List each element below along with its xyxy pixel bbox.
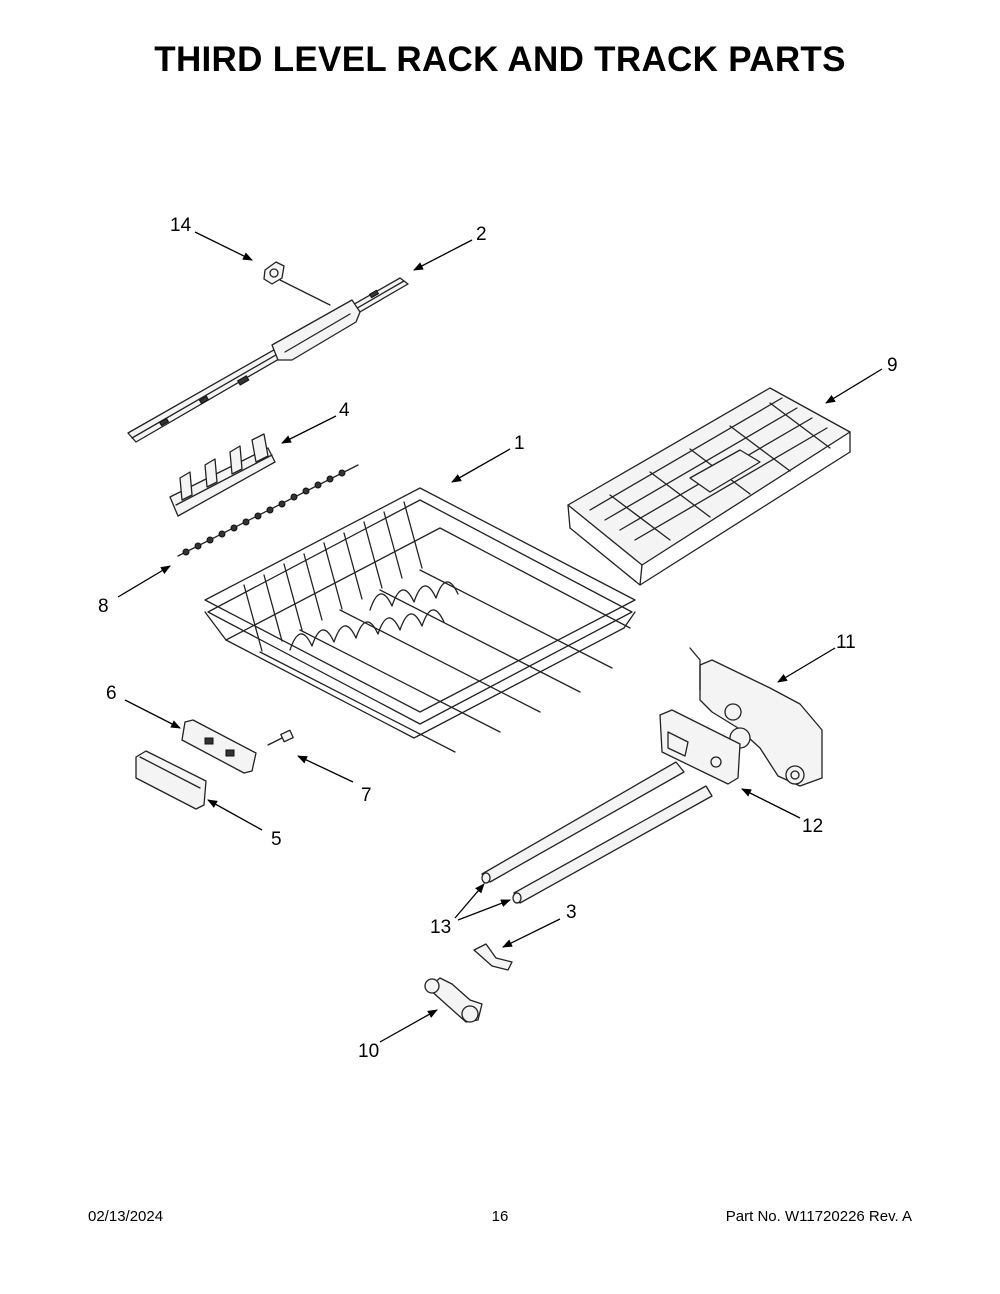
page-title: THIRD LEVEL RACK AND TRACK PARTS [154,40,846,79]
callout-1: 1 [514,433,525,454]
leader-3 [502,918,561,948]
leader-6 [124,699,181,729]
callout-9: 9 [887,355,898,376]
callout-14: 14 [170,215,192,236]
callout-2: 2 [476,224,487,245]
callout-3: 3 [566,902,577,923]
leader-13b [457,899,511,921]
footer-date: 02/13/2024 [88,1208,164,1225]
leader-1 [451,448,511,483]
part-9-upper-basket [567,387,851,586]
part-2-track-rail [127,277,409,443]
part-7-screw [267,729,294,746]
leader-9 [825,368,883,404]
callout-13: 13 [430,917,451,938]
leader-11 [777,647,836,683]
footer-part-number: Part No. W11720226 Rev. A [725,1208,912,1225]
part-5-cover [135,750,207,810]
callout-10: 10 [358,1041,379,1062]
leader-2 [413,239,473,271]
leader-10 [379,1009,438,1043]
part-10-roller-bracket [424,977,483,1023]
part-3-clip [473,943,513,971]
leader-13a [454,883,485,919]
part-6-clip [181,719,257,774]
callout-7: 7 [361,785,372,806]
footer-page-number: 16 [491,1208,509,1225]
part-8-clip-rod [177,464,359,557]
leader-14 [194,231,253,261]
callout-11: 11 [836,632,856,653]
callout-5: 5 [271,829,282,850]
leader-8 [117,565,171,598]
leader-12 [741,788,801,819]
part-14-end-cap [263,261,331,306]
part-12-gear-housing [659,709,741,785]
callout-12: 12 [802,816,823,837]
leader-5 [207,799,263,831]
callout-8: 8 [98,596,109,617]
callout-6: 6 [106,683,117,704]
leader-4 [281,415,337,444]
part-1-wire-rack [204,487,636,753]
leader-7 [297,755,354,783]
callout-4: 4 [339,400,350,421]
part-4-bracket [169,433,276,517]
part-13-shafts [481,761,713,904]
part-11-gear-housing [689,647,823,787]
